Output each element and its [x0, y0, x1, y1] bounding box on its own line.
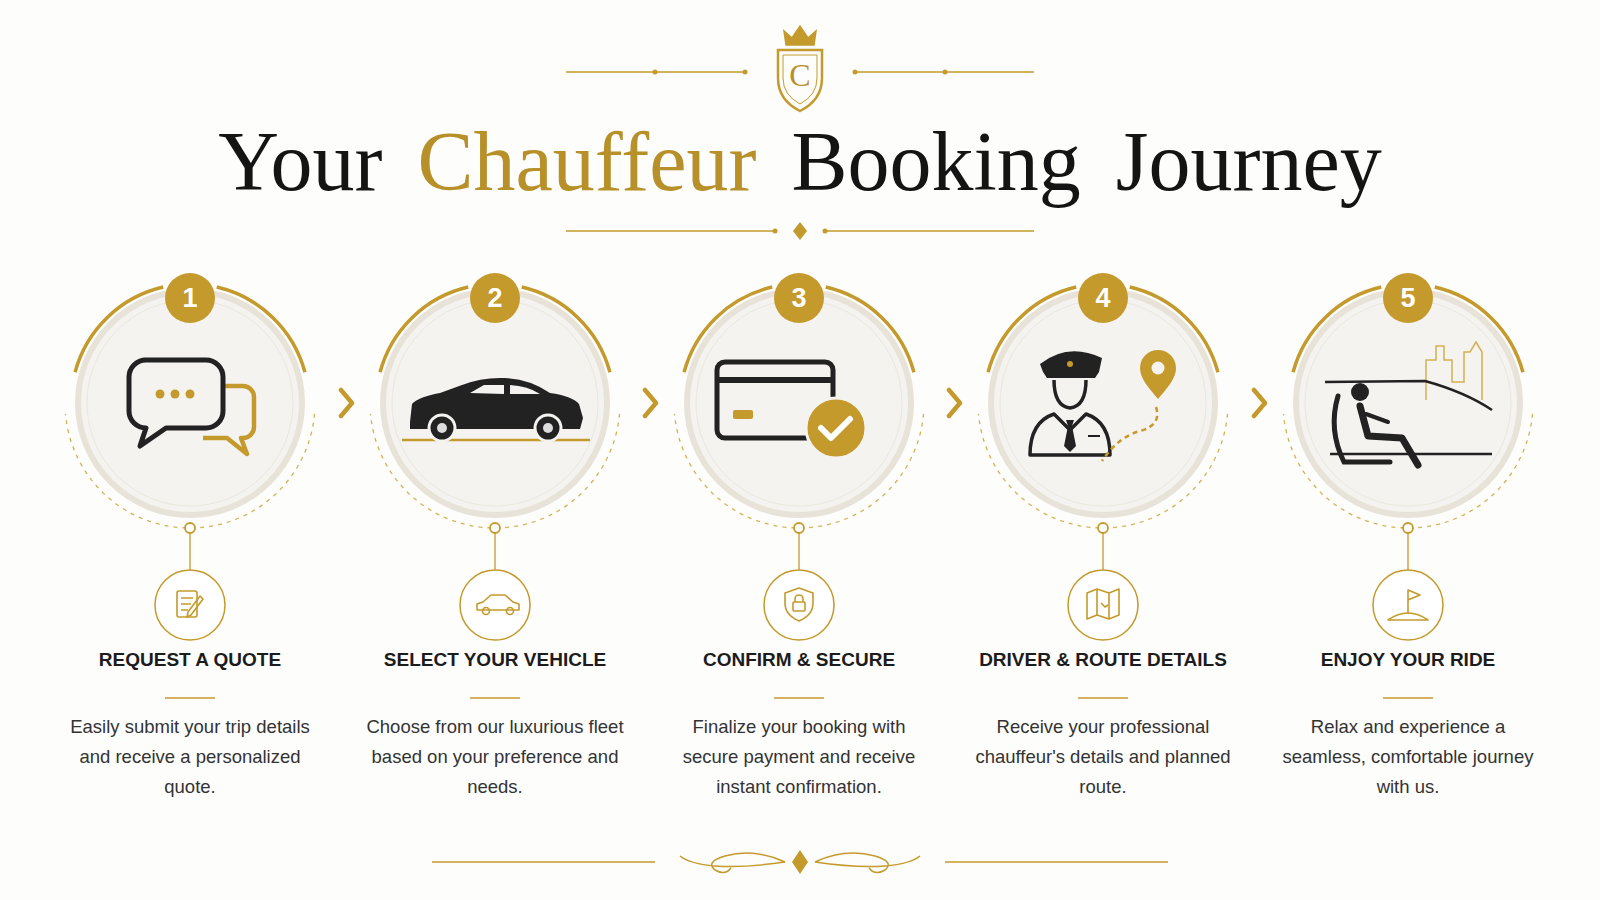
step-column: 3CONFIRM & SECURE Finalize your booking w… — [659, 270, 939, 810]
step-chevron — [635, 403, 659, 404]
step-ring — [1283, 287, 1532, 698]
step-heading: ENJOY YOUR RIDE — [1268, 648, 1548, 672]
step-description: Finalize your booking with secure paymen… — [668, 712, 930, 802]
step-column: 1REQUEST A QUOTE Easily submit your trip … — [50, 270, 330, 810]
step-number: 3 — [774, 273, 824, 323]
step-column: 4DRIVER & ROUTE DETAILS Receive your prof… — [963, 270, 1243, 810]
step-chevron — [1243, 403, 1268, 404]
step-chevron — [939, 403, 963, 404]
step-column: 5ENJOY YOUR RIDE Relax and experience a s… — [1268, 270, 1548, 810]
step-number: 4 — [1078, 273, 1128, 323]
logo-letter: C — [780, 55, 820, 95]
title: Your Chauffeur Booking Journey — [0, 112, 1600, 212]
step-ring — [978, 287, 1227, 698]
step-column: 2SELECT YOUR VEHICLE Choose from our luxu… — [355, 270, 635, 810]
step-chevron — [330, 403, 355, 404]
step-number: 5 — [1383, 273, 1433, 323]
step-description: Relax and experience a seamless, comfort… — [1277, 712, 1539, 802]
step-heading: SELECT YOUR VEHICLE — [355, 648, 635, 672]
step-description: Easily submit your trip details and rece… — [59, 712, 321, 802]
step-heading: CONFIRM & SECURE — [659, 648, 939, 672]
step-heading: REQUEST A QUOTE — [50, 648, 330, 672]
step-description: Choose from our luxurious fleet based on… — [364, 712, 626, 802]
step-ring — [65, 287, 314, 698]
step-number: 1 — [165, 273, 215, 323]
step-description: Receive your professional chauffeur's de… — [972, 712, 1234, 802]
step-ring — [370, 287, 619, 698]
step-heading: DRIVER & ROUTE DETAILS — [963, 648, 1243, 672]
step-ring — [674, 287, 923, 698]
step-number: 2 — [470, 273, 520, 323]
